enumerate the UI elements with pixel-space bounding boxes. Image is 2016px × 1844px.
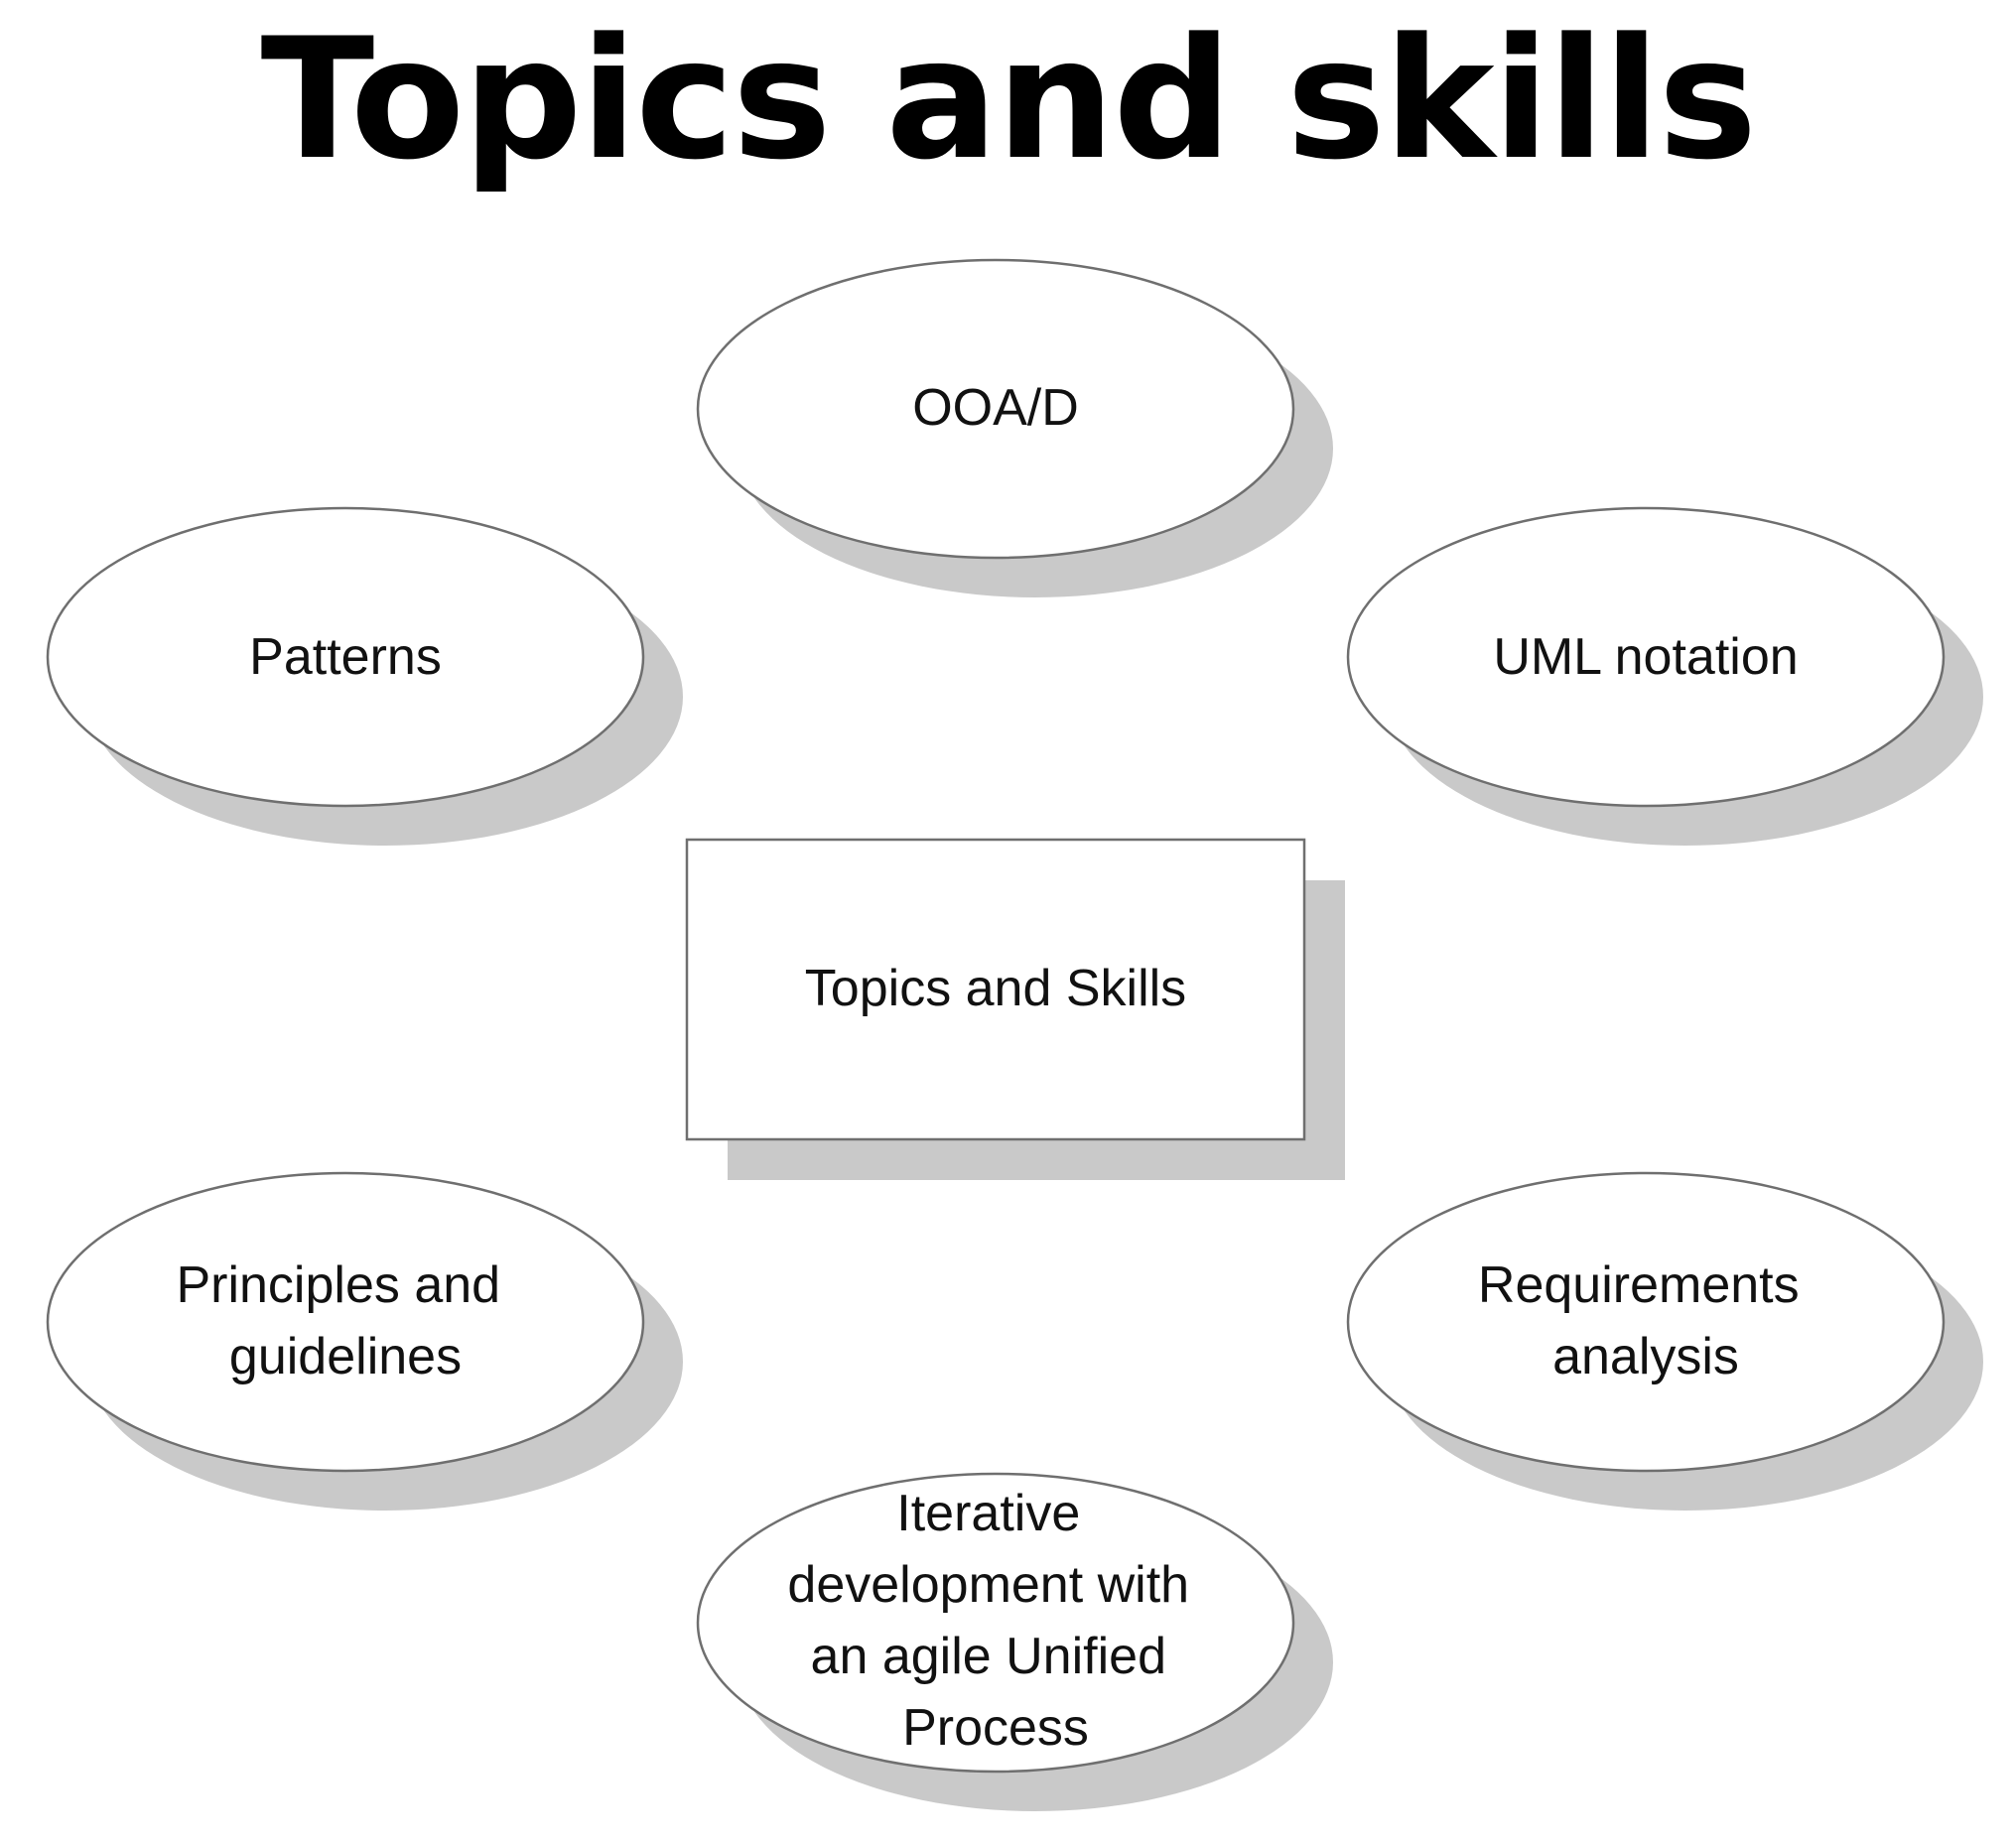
topic-requirements-analysis-line-2: analysis: [1552, 1328, 1739, 1385]
topic-principles-guidelines-label: Principles and guidelines: [176, 1256, 514, 1385]
topic-uml-notation-line: UML notation: [1493, 628, 1798, 686]
topic-patterns-ellipse: [46, 506, 645, 808]
topic-principles-guidelines-ellipse: [46, 1171, 645, 1473]
topic-patterns-line: Patterns: [249, 628, 442, 686]
topic-iterative-development-line-2: development with: [787, 1556, 1189, 1614]
topic-patterns-label: Patterns: [249, 628, 442, 686]
topic-patterns: Patterns: [46, 506, 683, 846]
topic-principles-guidelines-line-1: Principles and: [176, 1256, 500, 1314]
topic-ooad-label: OOA/D: [912, 379, 1079, 437]
topic-uml-notation: UML notation: [1346, 506, 1983, 846]
center-box-label: Topics and Skills: [805, 960, 1186, 1017]
topic-requirements-analysis-line-1: Requirements: [1478, 1256, 1800, 1314]
topic-ooad: OOA/D: [696, 258, 1333, 597]
topic-ooad-ellipse: [696, 258, 1295, 560]
topic-iterative-development-line-3: an agile Unified: [811, 1628, 1166, 1685]
topic-uml-notation-label: UML notation: [1493, 628, 1798, 686]
topic-ooad-line: OOA/D: [912, 379, 1079, 437]
center-box-outline: [685, 838, 1306, 1141]
page-title: Topics and skills: [260, 2, 1758, 197]
topic-iterative-development-ellipse: [696, 1472, 1295, 1774]
topic-iterative-development-line-1: Iterative: [896, 1485, 1080, 1542]
topic-iterative-development: Iterative development with an agile Unif…: [696, 1472, 1333, 1811]
topic-requirements-analysis-label: Requirements analysis: [1478, 1256, 1814, 1385]
topic-uml-notation-ellipse: [1346, 506, 1946, 808]
topic-principles-guidelines: Principles and guidelines: [46, 1171, 683, 1511]
topic-iterative-development-label: Iterative development with an agile Unif…: [787, 1485, 1203, 1757]
topic-principles-guidelines-line-2: guidelines: [229, 1328, 462, 1385]
topic-iterative-development-line-4: Process: [902, 1699, 1089, 1757]
topic-requirements-analysis: Requirements analysis: [1346, 1171, 1983, 1511]
center-box: Topics and Skills: [685, 838, 1345, 1180]
topic-requirements-analysis-ellipse: [1346, 1171, 1946, 1473]
